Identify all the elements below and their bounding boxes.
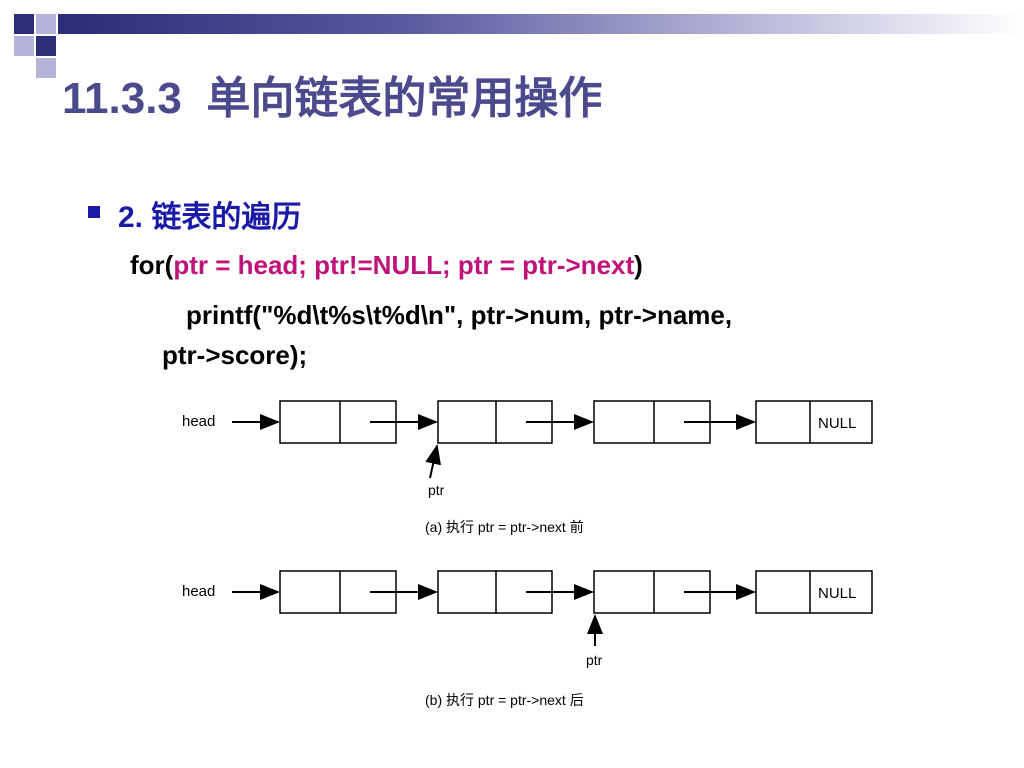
caption-a: (a) 执行 ptr = ptr->next 前 [425, 519, 584, 535]
code-printf-line1: printf("%d\t%s\t%d\n", ptr->num, ptr->na… [186, 300, 733, 330]
bullet-text: 2. 链表的遍历 [118, 201, 302, 234]
decorative-square [36, 14, 56, 34]
decorative-square [36, 58, 56, 78]
decorative-square [14, 36, 34, 56]
decorative-header-bar [78, 14, 1024, 34]
page-title: 11.3.3 单向链表的常用操作 [62, 74, 603, 123]
null-label: NULL [818, 415, 856, 432]
ptr-arrow [425, 444, 441, 479]
bullet-square-icon [88, 206, 100, 218]
null-label: NULL [818, 585, 856, 602]
list-node [755, 400, 873, 444]
list-node [755, 570, 873, 614]
code-for-prefix: for( [130, 250, 174, 280]
ptr-label: ptr [586, 652, 603, 668]
diagram-b: head NULL ptr (b) 执行 ptr = ptr->next 后 [182, 570, 873, 708]
decorative-square [36, 36, 56, 56]
code-printf-line2: ptr->score); [162, 340, 308, 370]
diagram-a: head NULL ptr (a) 执行 ptr = ptr->next 前 [182, 400, 873, 535]
linked-list-diagram: head NULL ptr (a) 执行 ptr = ptr->next 前 h… [182, 400, 873, 708]
code-for-suffix: ) [634, 250, 643, 280]
decorative-square [14, 14, 34, 34]
caption-b: (b) 执行 ptr = ptr->next 后 [425, 692, 584, 708]
decorative-square [58, 14, 78, 34]
ptr-label: ptr [428, 482, 445, 498]
code-for-line: for(ptr = head; ptr!=NULL; ptr = ptr->ne… [130, 250, 643, 281]
head-label: head [182, 413, 215, 430]
head-label: head [182, 583, 215, 600]
code-for-body: ptr = head; ptr!=NULL; ptr = ptr->next [173, 250, 635, 280]
